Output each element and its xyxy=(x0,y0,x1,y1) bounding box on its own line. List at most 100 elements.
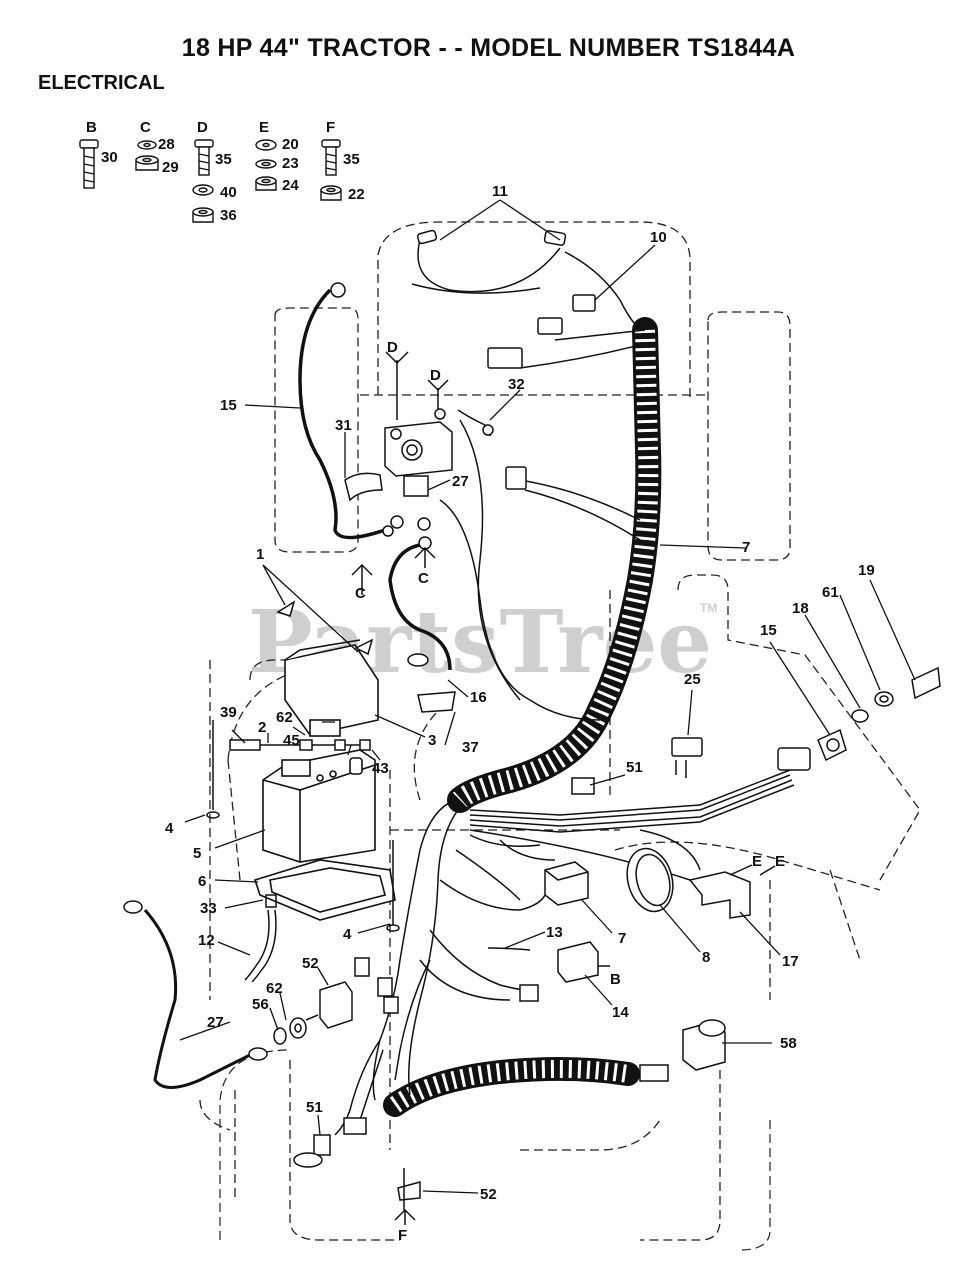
solenoid-58 xyxy=(682,1019,726,1071)
reference-letter-d: D xyxy=(387,339,398,356)
callout-label: 62 xyxy=(276,709,293,726)
callout-label: 18 xyxy=(792,600,809,617)
callout-label: 45 xyxy=(283,732,300,749)
lock-washer-icon xyxy=(255,159,277,169)
hex-nut-icon xyxy=(255,176,277,191)
flat-washer-icon xyxy=(255,139,277,151)
bolt-icon xyxy=(79,139,99,189)
callout-label: 2 xyxy=(258,719,266,736)
hardware-number: 28 xyxy=(158,136,175,153)
section-heading: ELECTRICAL xyxy=(38,72,165,94)
relay-8 xyxy=(544,861,589,906)
reference-letter-e: E xyxy=(775,853,785,870)
hardware-group-d: D 35 40 36 xyxy=(192,119,237,224)
hardware-number: 35 xyxy=(343,151,360,168)
callout-label: 33 xyxy=(200,900,217,917)
callout-label: 43 xyxy=(372,760,389,777)
hardware-number: 23 xyxy=(282,155,299,172)
watermark-trademark: TM xyxy=(700,601,717,615)
bracket-17 xyxy=(688,871,751,919)
callout-label: 37 xyxy=(462,739,479,756)
tie-rods xyxy=(206,720,400,932)
hardware-group-f: F 35 22 xyxy=(320,119,365,203)
callout-label: 16 xyxy=(470,689,487,706)
reference-letter-b: B xyxy=(610,971,621,988)
battery-tray xyxy=(253,859,396,921)
callout-label: 4 xyxy=(165,820,174,837)
callout-label: 52 xyxy=(480,1186,497,1203)
hardware-number: 30 xyxy=(101,149,118,166)
hex-nut-icon xyxy=(320,185,342,201)
ignition-switch xyxy=(777,666,941,771)
cable-terminals-27 xyxy=(123,900,268,1061)
hardware-number: 29 xyxy=(162,159,179,176)
hardware-number: 35 xyxy=(215,151,232,168)
battery-strap-bolt xyxy=(229,739,371,751)
callout-label: 25 xyxy=(684,671,701,688)
hardware-group-e: E 20 23 24 xyxy=(255,119,299,194)
hardware-letter-f: F xyxy=(326,119,335,136)
reference-letter-c: C xyxy=(418,570,429,587)
hardware-letter-d: D xyxy=(197,119,208,136)
hose-32-12 xyxy=(244,894,277,983)
part-52 xyxy=(397,1168,421,1210)
callout-label: 51 xyxy=(306,1099,323,1116)
callout-label: 3 xyxy=(428,732,436,749)
rear-wheels-outline xyxy=(219,1049,771,1251)
reference-markers xyxy=(351,351,776,1225)
starter-solenoid xyxy=(344,408,494,550)
callout-label: 32 xyxy=(508,376,525,393)
callout-label: 56 xyxy=(252,996,269,1013)
battery-hold-down xyxy=(284,639,379,737)
lower-wire-loom xyxy=(383,1056,640,1117)
hardware-number: 36 xyxy=(220,207,237,224)
hex-nut-icon xyxy=(192,207,214,223)
callout-label: 51 xyxy=(626,759,643,776)
washer-icon xyxy=(192,184,214,196)
callout-label: 15 xyxy=(220,397,237,414)
callout-label: 19 xyxy=(858,562,875,579)
callout-label: 5 xyxy=(193,845,201,862)
callout-label: 11 xyxy=(492,183,508,200)
callout-label: 4 xyxy=(343,926,352,943)
hour-meter-gauge xyxy=(626,847,674,913)
callout-label: 27 xyxy=(452,473,469,490)
callout-label: 31 xyxy=(335,417,352,434)
callout-label: 15 xyxy=(760,622,777,639)
lock-washer-icon xyxy=(137,140,157,150)
callout-label: 27 xyxy=(207,1014,224,1031)
callout-label: 8 xyxy=(702,949,710,966)
hardware-number: 22 xyxy=(348,186,365,203)
hardware-number: 40 xyxy=(220,184,237,201)
reference-letters: D D C C B E E F xyxy=(355,339,785,1244)
leader-lines xyxy=(179,199,916,1194)
hardware-letter-e: E xyxy=(259,119,269,136)
callout-label: 52 xyxy=(302,955,319,972)
diagram-title: 18 HP 44" TRACTOR - - MODEL NUMBER TS184… xyxy=(181,34,796,62)
reference-letter-f: F xyxy=(398,1227,407,1244)
hardware-letter-b: B xyxy=(86,119,97,136)
callout-labels: 11 10 15 31 27 32 7 1 16 37 3 19 61 18 1… xyxy=(165,183,875,1203)
callout-label: 7 xyxy=(742,539,750,556)
hardware-group-c: C 28 29 xyxy=(135,119,179,176)
battery-cables xyxy=(298,288,452,671)
callout-label: 58 xyxy=(780,1035,797,1052)
battery xyxy=(262,749,376,863)
reference-letter-c: C xyxy=(355,585,366,602)
hardware-letter-c: C xyxy=(140,119,151,136)
callout-label: 39 xyxy=(220,704,237,721)
callout-label: 61 xyxy=(822,584,839,601)
hex-nut-icon xyxy=(135,155,159,171)
hardware-group-b: B 30 xyxy=(79,119,118,189)
callout-label: 6 xyxy=(198,873,206,890)
wing-nuts xyxy=(276,600,374,656)
ground-cable xyxy=(143,909,251,1089)
callout-label: 13 xyxy=(546,924,563,941)
hardware-number: 20 xyxy=(282,136,299,153)
switch-14 xyxy=(557,941,599,983)
callout-label: 14 xyxy=(612,1004,629,1021)
hardware-number: 24 xyxy=(282,177,299,194)
callout-label: 7 xyxy=(618,930,626,947)
wire-13 xyxy=(487,947,531,951)
